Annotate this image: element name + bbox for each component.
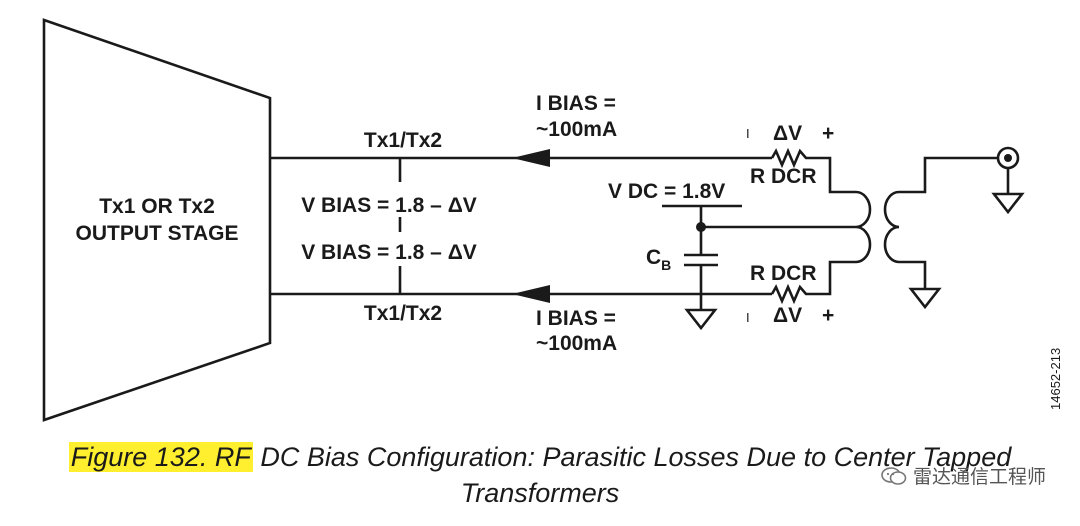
tx-top-label: Tx1/Tx2 <box>364 129 442 152</box>
watermark-text: 雷达通信工程师 <box>912 466 1046 488</box>
rdcr-top-label: R DCR <box>750 165 817 188</box>
secondary-top-wire <box>899 156 998 194</box>
bottom-current-arrow <box>512 285 550 303</box>
bias-circuit-diagram: Tx1 OR Tx2 OUTPUT STAGE Tx1/Tx2 Tx1/Tx2 … <box>42 18 1063 422</box>
ibias-bottom-label-2: ~100mA <box>536 332 617 355</box>
vbias-top-label: V BIAS = 1.8 – ΔV <box>301 194 477 217</box>
dv-bottom-minus: I <box>746 310 750 325</box>
top-current-arrow <box>512 149 550 167</box>
figure-id-label: 14652-213 <box>1048 348 1063 410</box>
coax-ground-symbol <box>991 192 1025 215</box>
dv-bottom-plus: + <box>822 304 834 327</box>
rdcr-bottom-resistor <box>770 260 856 305</box>
watermark: 雷达通信工程师 <box>881 462 1046 489</box>
output-stage-label-2: OUTPUT STAGE <box>76 222 239 245</box>
vbias-bottom-label: V BIAS = 1.8 – ΔV <box>301 241 477 264</box>
ibias-bottom-label-1: I BIAS = <box>536 307 616 330</box>
dv-top-minus: I <box>746 126 750 141</box>
output-stage-label-1: Tx1 OR Tx2 <box>99 195 215 218</box>
dv-bottom-label: ΔV <box>773 304 802 327</box>
vdc-label: V DC = 1.8V <box>608 180 725 203</box>
cb-label: CB <box>646 246 671 273</box>
transformer-primary-coil <box>855 190 872 264</box>
figure-caption-line-2: Transformers <box>460 478 620 508</box>
output-stage-block <box>42 18 272 422</box>
caption-highlight: Figure 132. RF <box>68 442 253 472</box>
rdcr-top-resistor <box>770 147 856 194</box>
rdcr-bottom-label: R DCR <box>750 262 817 285</box>
secondary-bottom-wire <box>899 260 927 289</box>
caption-text-1: DC Bias Configuration: Parasitic Losses … <box>252 442 1012 472</box>
tx-bottom-label: Tx1/Tx2 <box>364 302 442 325</box>
secondary-ground-symbol <box>908 287 942 310</box>
coax-connector-inner <box>1004 154 1012 162</box>
dv-top-plus: + <box>822 122 834 145</box>
dv-top-label: ΔV <box>773 122 802 145</box>
ibias-top-label-2: ~100mA <box>536 118 617 141</box>
figure-caption-line-1: Figure 132. RF DC Bias Configuration: Pa… <box>0 442 1080 473</box>
wechat-icon <box>881 466 907 485</box>
transformer-secondary-coil <box>883 190 900 264</box>
ibias-top-label-1: I BIAS = <box>536 92 616 115</box>
cb-ground-symbol <box>684 308 718 331</box>
